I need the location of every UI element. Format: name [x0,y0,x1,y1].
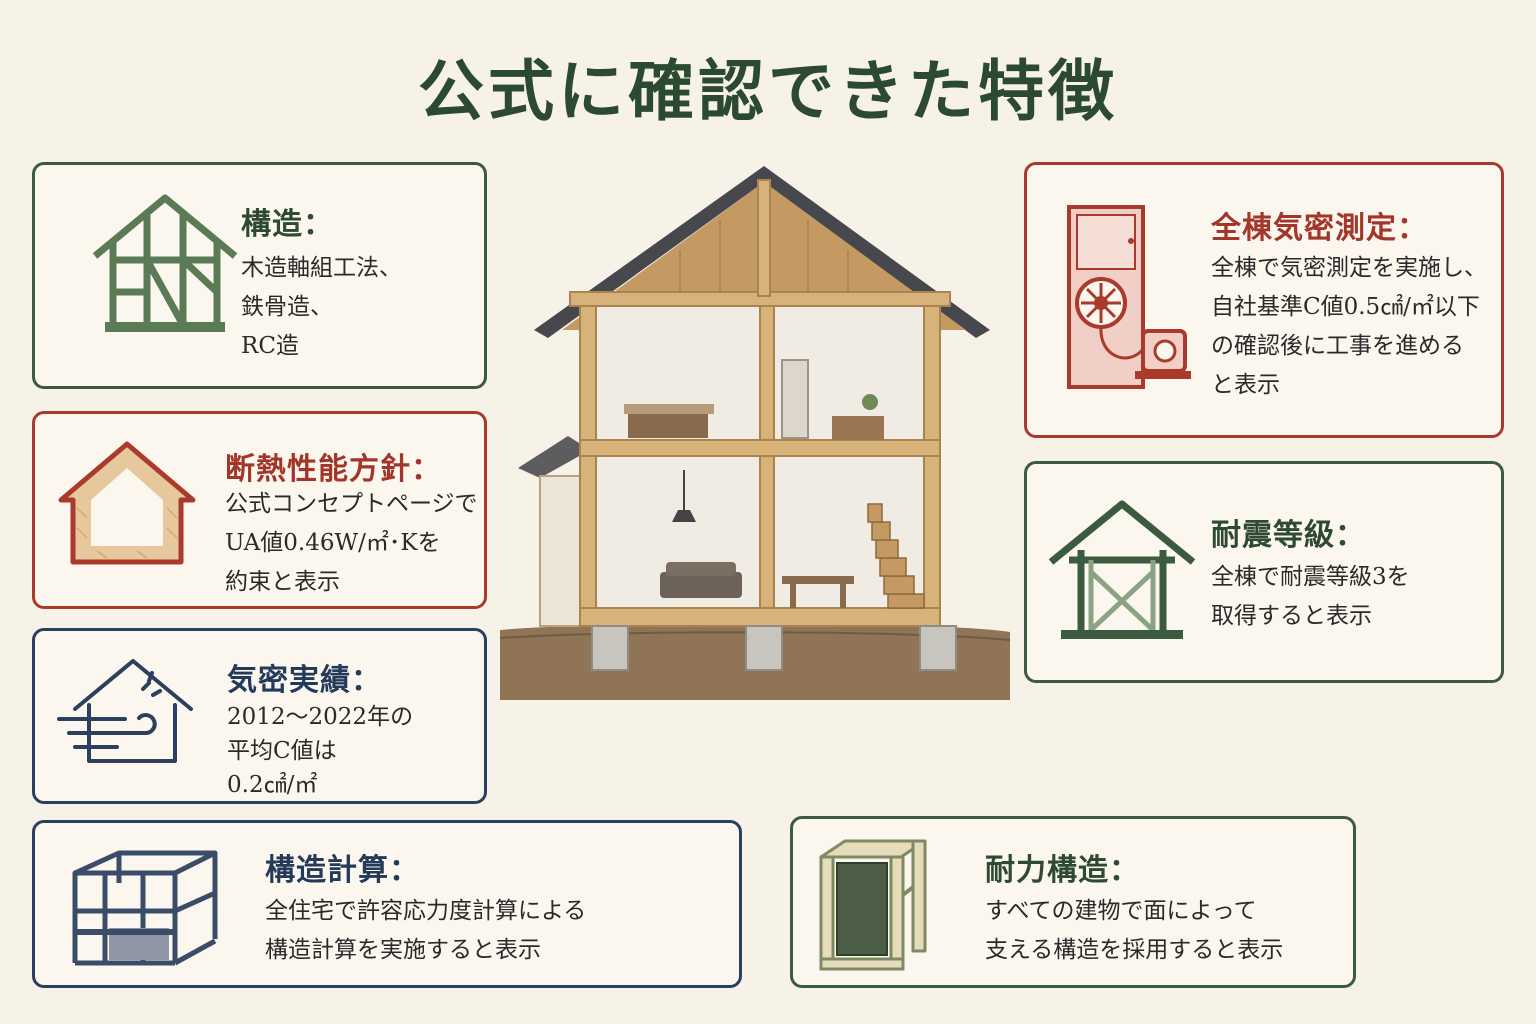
steel-frame-icon [72,850,218,966]
card-calculation-text: 全住宅で許容応力度計算による 構造計算を実施すると表示 [265,892,586,970]
text-line: 木造軸組工法、 [241,255,402,281]
text-line: 全棟で耐震等級3を [1211,564,1410,590]
text-line: UA値0.46W/㎡･Kを [225,530,441,556]
text-line: 約束と表示 [225,569,340,595]
shear-wall-frame-icon [819,839,927,971]
braced-frame-house-icon [1048,500,1196,639]
text-line: すべての建物で面によって [985,898,1257,924]
card-airtest-heading: 全棟気密測定： [1211,211,1428,246]
page-title: 公式に確認できた特徴 [418,52,1118,130]
text-line: 自社基準C値0.5㎠/㎡以下 [1211,294,1480,320]
card-airtest-text: 全棟で気密測定を実施し、 自社基準C値0.5㎠/㎡以下 の確認後に工事を進める … [1211,249,1487,405]
card-shearwall-heading: 耐力構造： [985,853,1140,888]
text-line: 公式コンセプトページで [225,491,478,517]
text-line: と表示 [1211,372,1280,398]
card-airtightness-heading: 気密実績： [227,663,382,698]
text-line: 支える構造を採用すると表示 [985,937,1284,963]
text-line: の確認後に工事を進める [1211,333,1464,359]
text-line: RC造 [241,333,299,359]
card-airtightness: 気密実績： 2012～2022年の 平均C値は 0.2㎠/㎡ [32,628,487,804]
insulated-house-icon [58,441,196,565]
card-insulation: 断熱性能方針： 公式コンセプトページで UA値0.46W/㎡･Kを 約束と表示 [32,411,487,609]
text-line: 全住宅で許容応力度計算による [265,898,587,924]
text-line: 平均C値は [227,738,337,764]
text-line: 2012～2022年の [227,704,414,730]
card-structure-text: 木造軸組工法、 鉄骨造、 RC造 [241,249,402,366]
card-shearwall: 耐力構造： すべての建物で面によって 支える構造を採用すると表示 [790,816,1356,988]
card-structure-heading: 構造： [241,207,334,242]
text-line: 取得すると表示 [1211,603,1372,629]
text-line: 全棟で気密測定を実施し、 [1211,255,1487,281]
timber-frame-house-icon [92,194,238,332]
blower-door-icon [1067,205,1191,389]
airflow-house-icon [57,659,193,763]
card-seismic-text: 全棟で耐震等級3を 取得すると表示 [1211,558,1410,636]
card-shearwall-text: すべての建物で面によって 支える構造を採用すると表示 [985,892,1283,970]
card-structure: 構造： 木造軸組工法、 鉄骨造、 RC造 [32,162,487,389]
card-airtightness-text: 2012～2022年の 平均C値は 0.2㎠/㎡ [227,700,413,802]
house-cutaway-illustration [500,166,1011,700]
card-calculation: 構造計算： 全住宅で許容応力度計算による 構造計算を実施すると表示 [32,820,742,988]
card-insulation-heading: 断熱性能方針： [225,452,442,487]
text-line: 鉄骨造、 [241,294,333,320]
card-calculation-heading: 構造計算： [265,853,420,888]
card-seismic: 耐震等級： 全棟で耐震等級3を 取得すると表示 [1024,461,1504,683]
card-airtest: 全棟気密測定： 全棟で気密測定を実施し、 自社基準C値0.5㎠/㎡以下 の確認後… [1024,162,1504,438]
text-line: 構造計算を実施すると表示 [265,937,541,963]
card-seismic-heading: 耐震等級： [1211,518,1366,553]
card-insulation-text: 公式コンセプトページで UA値0.46W/㎡･Kを 約束と表示 [225,485,478,602]
text-line: 0.2㎠/㎡ [227,772,318,798]
